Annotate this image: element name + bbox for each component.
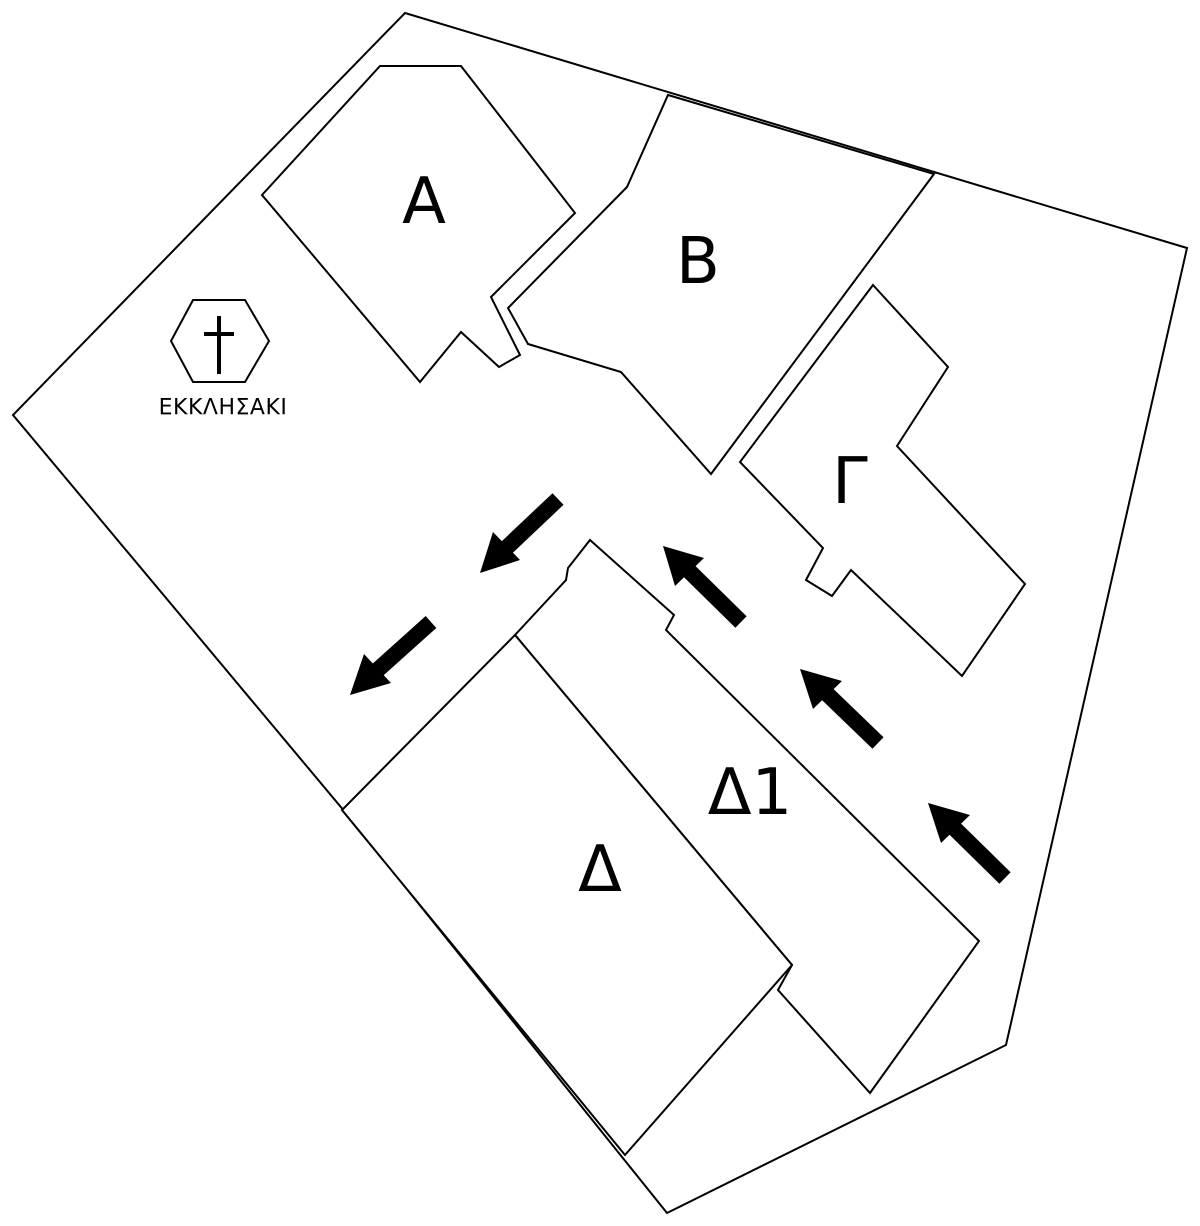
arrow-icon	[350, 616, 437, 695]
site-boundary	[11, 11, 1189, 1215]
building-a	[260, 65, 577, 384]
building-b	[506, 93, 936, 476]
building-b-label: B	[676, 225, 720, 299]
building-delta-label: Δ	[578, 833, 622, 907]
building-delta1	[513, 538, 981, 1095]
building-delta	[340, 633, 794, 1157]
building-gamma-label: Γ	[832, 445, 868, 519]
building-gamma	[738, 283, 1027, 678]
chapel-icon	[169, 299, 271, 383]
arrow-icon	[480, 493, 564, 573]
cross-icon	[204, 316, 234, 374]
chapel-label: ΕΚΚΛΗΣΑΚΙ	[159, 396, 288, 421]
arrow-icon	[800, 669, 884, 749]
building-delta1-label: Δ1	[708, 756, 793, 830]
arrow-icon	[928, 803, 1011, 884]
building-a-label: A	[402, 165, 446, 239]
arrow-icon	[663, 546, 747, 628]
